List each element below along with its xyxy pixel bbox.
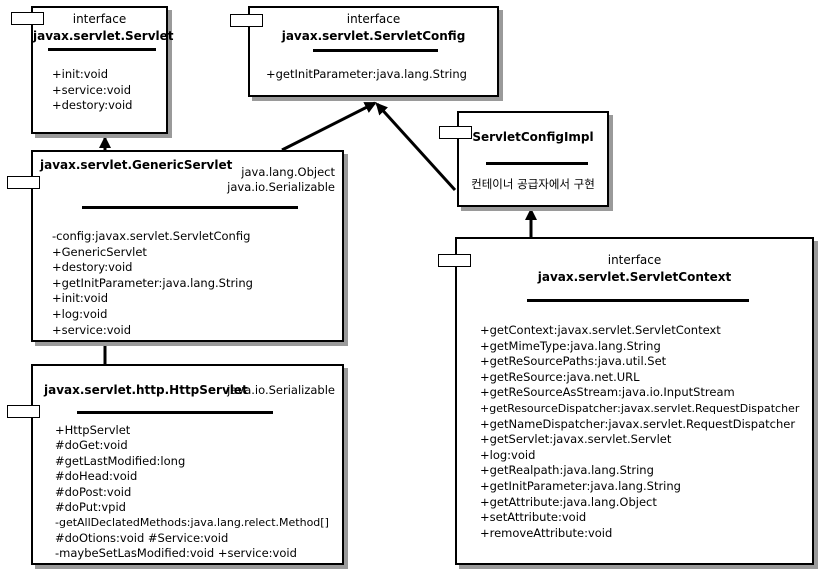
servlet-config-name: javax.servlet.ServletConfig bbox=[281, 29, 466, 43]
servlet-config-impl-note: 컨테이너 공급자에서 구현 bbox=[471, 177, 595, 191]
servlet-config-impl-divider bbox=[486, 162, 588, 165]
generic-servlet-name: javax.servlet.GenericServlet bbox=[40, 158, 233, 172]
generic-servlet-box: javax.servlet.GenericServlet java.lang.O… bbox=[31, 150, 344, 342]
http-servlet-name: javax.servlet.http.HttpServlet bbox=[44, 383, 248, 397]
member: +getAttribute:java.lang.Object bbox=[480, 494, 657, 509]
impl-to-config-arrow bbox=[375, 102, 457, 192]
generic-servlet-members: -config:javax.servlet.ServletConfig +Gen… bbox=[52, 229, 253, 338]
member: -maybeSetLasModified:void +service:void bbox=[55, 546, 297, 561]
servlet-context-divider bbox=[527, 299, 749, 302]
http-servlet-box: javax.servlet.http.HttpServlet java.io.S… bbox=[31, 364, 344, 565]
generic-servlet-implements: java.lang.Object java.io.Serializable bbox=[227, 165, 335, 195]
member: +getServlet:javax.servlet.Servlet bbox=[480, 432, 672, 447]
servlet-config-members: +getInitParameter:java.lang.String bbox=[266, 67, 467, 83]
servlet-config-impl-tab bbox=[439, 126, 472, 139]
http-servlet-tab bbox=[7, 405, 40, 418]
member: -getAllDeclatedMethods:java.lang.relect.… bbox=[55, 516, 329, 530]
member: +getRealpath:java.lang.String bbox=[480, 463, 654, 478]
member: +getReSource:java.net.URL bbox=[480, 369, 640, 384]
generic-to-config-arrow bbox=[281, 101, 377, 152]
http-servlet-implements: java.io.Serializable bbox=[227, 383, 335, 397]
member: #doOtions:void #Service:void bbox=[55, 530, 229, 545]
member: +getInitParameter:java.lang.String bbox=[480, 478, 681, 493]
member: +setAttribute:void bbox=[480, 510, 587, 525]
generic-servlet-tab bbox=[7, 176, 40, 189]
member: +getInitParameter:java.lang.String bbox=[266, 67, 467, 81]
servlet-context-name: javax.servlet.ServletContext bbox=[537, 270, 732, 284]
servlet-config-divider bbox=[313, 49, 438, 52]
servlet-name: javax.servlet.Servlet bbox=[33, 29, 174, 43]
member: #doHead:void bbox=[55, 469, 138, 484]
member: #doGet:void bbox=[55, 438, 128, 453]
member: +service:void bbox=[52, 322, 132, 337]
implements-item: java.io.Serializable bbox=[227, 180, 335, 194]
member: +getMimeType:java.lang.String bbox=[480, 338, 661, 353]
servlet-stereotype: interface bbox=[72, 12, 127, 26]
member: +init:void bbox=[52, 291, 109, 306]
member: #doPost:void bbox=[55, 484, 132, 499]
member: +log:void bbox=[52, 306, 108, 321]
member: +HttpServlet bbox=[55, 423, 131, 437]
member: +log:void bbox=[480, 447, 536, 462]
http-servlet-divider bbox=[77, 411, 273, 414]
servlet-config-impl-name: ServletConfigImpl bbox=[472, 130, 594, 144]
servlet-config-stereotype: interface bbox=[346, 12, 401, 26]
servlet-divider bbox=[48, 48, 156, 51]
member: #doPut:vpid bbox=[55, 500, 126, 515]
servlet-members: +init:void +service:void +destory:void bbox=[52, 67, 132, 114]
member: +service:void bbox=[52, 82, 132, 97]
member: +init:void bbox=[52, 67, 109, 81]
servlet-context-interface-box: interface javax.servlet.ServletContext +… bbox=[455, 237, 814, 565]
member: -config:javax.servlet.ServletConfig bbox=[52, 229, 251, 243]
member: +destory:void bbox=[52, 260, 133, 275]
servlet-config-impl-box: ServletConfigImpl 컨테이너 공급자에서 구현 bbox=[457, 111, 609, 207]
member: +getContext:javax.servlet.ServletContext bbox=[480, 323, 721, 337]
generic-servlet-divider bbox=[82, 206, 298, 209]
servlet-context-tab bbox=[438, 254, 471, 267]
servlet-tab bbox=[11, 12, 44, 25]
servlet-context-stereotype: interface bbox=[607, 253, 662, 267]
servlet-config-interface-box: interface javax.servlet.ServletConfig +g… bbox=[248, 6, 499, 97]
member: +getNameDispatcher:javax.servlet.Request… bbox=[480, 416, 796, 431]
member: +removeAttribute:void bbox=[480, 525, 613, 540]
member: +getResourceDispatcher:javax.servlet.Req… bbox=[480, 401, 800, 415]
member: +getReSourcePaths:java.util.Set bbox=[480, 354, 667, 369]
servlet-context-members: +getContext:javax.servlet.ServletContext… bbox=[480, 323, 799, 541]
servlet-config-tab bbox=[230, 14, 263, 27]
member: +getInitParameter:java.lang.String bbox=[52, 275, 253, 290]
member: +GenericServlet bbox=[52, 244, 147, 259]
servlet-interface-box: interface javax.servlet.Servlet +init:vo… bbox=[31, 6, 174, 134]
implements-item: java.lang.Object bbox=[241, 165, 335, 179]
member: +getReSourceAsStream:java.io.InputStream bbox=[480, 385, 735, 400]
http-servlet-members: +HttpServlet #doGet:void #getLastModifie… bbox=[55, 423, 329, 562]
member: +destory:void bbox=[52, 98, 133, 113]
member: #getLastModified:long bbox=[55, 453, 186, 468]
